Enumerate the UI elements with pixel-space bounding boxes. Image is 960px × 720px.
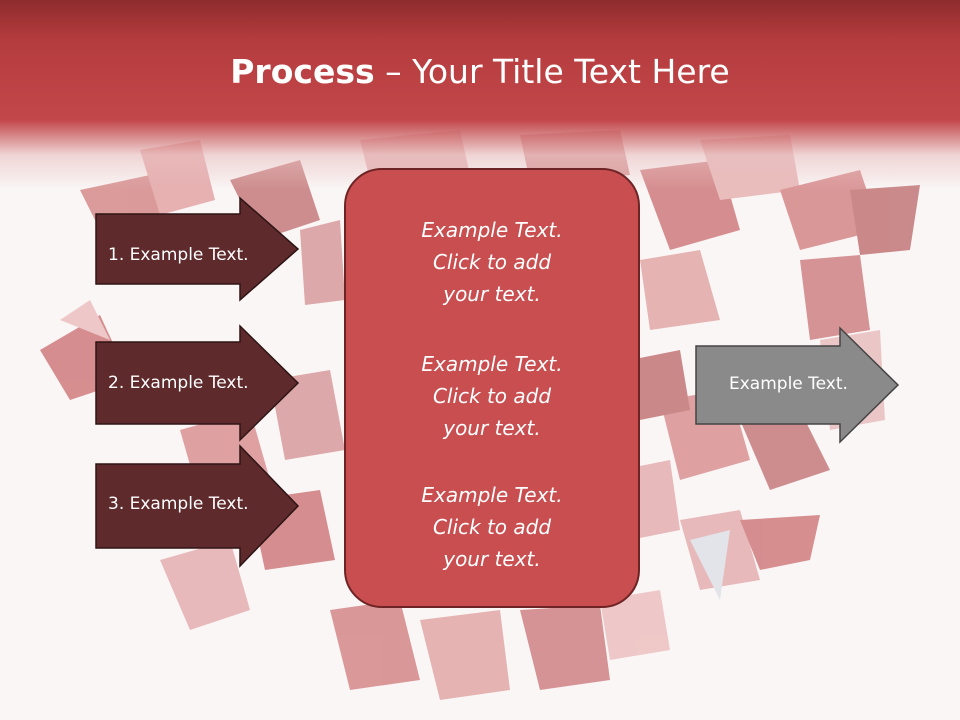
step-arrow-3[interactable]: 3. Example Text. <box>95 444 300 568</box>
arrow-shape <box>95 196 300 302</box>
arrow-shape <box>95 444 300 568</box>
step-label: 1. Example Text. <box>108 245 249 265</box>
center-line: your text. <box>443 282 541 306</box>
header-band <box>0 0 960 190</box>
title-bold: Process <box>230 52 375 91</box>
center-text-box[interactable]: Example Text. Click to add your text. Ex… <box>344 168 640 608</box>
center-line: Example Text. <box>421 352 563 376</box>
center-line: Click to add <box>432 515 552 539</box>
center-line: Click to add <box>432 250 552 274</box>
center-line: your text. <box>443 416 541 440</box>
title-rest: – Your Title Text Here <box>374 52 730 91</box>
step-label: 2. Example Text. <box>108 373 249 393</box>
center-line: Example Text. <box>421 483 563 507</box>
step-label: 3. Example Text. <box>108 494 249 514</box>
center-line: Click to add <box>432 384 552 408</box>
output-arrow[interactable]: Example Text. <box>695 326 900 444</box>
center-block-3: Example Text. Click to add your text. <box>346 479 638 575</box>
center-block-2: Example Text. Click to add your text. <box>346 348 638 444</box>
step-arrow-2[interactable]: 2. Example Text. <box>95 324 300 442</box>
center-line: Example Text. <box>421 218 563 242</box>
arrow-shape <box>695 326 900 444</box>
output-label: Example Text. <box>729 374 848 394</box>
center-block-1: Example Text. Click to add your text. <box>346 214 638 310</box>
center-line: your text. <box>443 547 541 571</box>
arrow-shape <box>95 324 300 442</box>
step-arrow-1[interactable]: 1. Example Text. <box>95 196 300 302</box>
slide-title: Process – Your Title Text Here <box>0 52 960 91</box>
